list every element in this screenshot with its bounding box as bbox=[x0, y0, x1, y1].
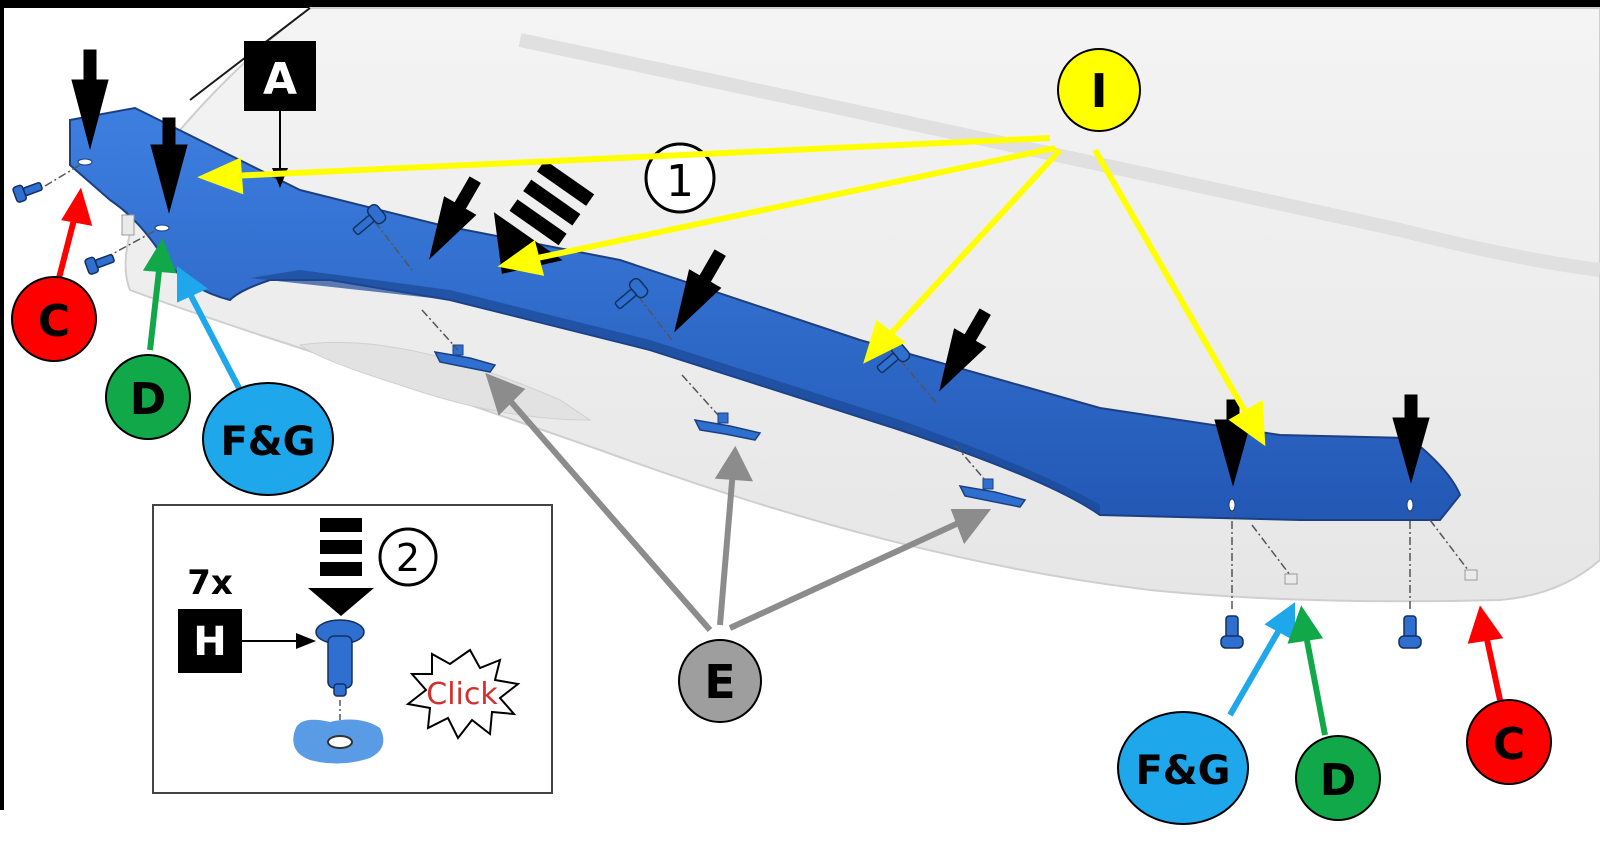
rivet-left-1 bbox=[12, 181, 43, 203]
label-i-bubble: I bbox=[1057, 48, 1141, 132]
label-h-box bbox=[178, 609, 242, 673]
step2-striped-arrow bbox=[308, 518, 374, 616]
label-d-left-text: D bbox=[130, 374, 167, 425]
label-c-left-bubble bbox=[11, 276, 97, 362]
right-callouts: F&G D C bbox=[1117, 602, 1552, 825]
hole-3 bbox=[1228, 498, 1236, 512]
label-e-bubble: E bbox=[678, 639, 762, 723]
hole-1 bbox=[77, 158, 93, 166]
left-callouts: C D F&G bbox=[11, 187, 334, 496]
label-fg-right-bubble bbox=[1117, 711, 1249, 825]
label-a-text: A bbox=[263, 54, 297, 105]
rivet-left-2 bbox=[84, 253, 115, 275]
label-i-text: I bbox=[1090, 64, 1107, 118]
black-arrow-2 bbox=[150, 117, 188, 214]
black-arrow-1 bbox=[71, 49, 109, 150]
arrow-d-right bbox=[1287, 605, 1328, 736]
step2-text: 2 bbox=[396, 536, 420, 580]
label-h-text: H bbox=[193, 619, 226, 665]
slot-right-2 bbox=[1464, 569, 1478, 581]
click-starburst bbox=[405, 648, 521, 740]
hole-4 bbox=[1406, 498, 1414, 512]
slot-right-1 bbox=[1284, 573, 1298, 585]
step1-marker: 1 bbox=[644, 142, 716, 214]
rivet-mid-1 bbox=[352, 203, 387, 236]
arrow-c-left bbox=[55, 187, 93, 283]
step2-marker bbox=[378, 527, 438, 587]
label-e-text: E bbox=[704, 655, 735, 709]
clip-e-2 bbox=[693, 412, 762, 441]
hood-crease bbox=[518, 33, 1600, 277]
label-fg-left-text: F&G bbox=[220, 419, 315, 465]
label-d-left-bubble bbox=[105, 354, 191, 440]
count-text: 7x bbox=[187, 563, 233, 603]
left-border bbox=[0, 0, 4, 810]
black-arrow-5 bbox=[429, 176, 481, 260]
gray-arrows bbox=[485, 372, 992, 632]
rivet-right-2 bbox=[1398, 615, 1422, 649]
arrow-fg-right bbox=[1227, 602, 1295, 717]
hole-2 bbox=[154, 224, 170, 232]
label-d-right-bubble bbox=[1295, 735, 1381, 821]
click-text: Click bbox=[426, 677, 498, 712]
label-d-right-text: D bbox=[1320, 755, 1357, 806]
arrow-c-right bbox=[1467, 605, 1504, 701]
guide-lines bbox=[44, 161, 1469, 610]
rivet-right-1 bbox=[1220, 615, 1244, 649]
push-pin bbox=[315, 619, 365, 697]
label-c-left-text: C bbox=[38, 296, 70, 347]
label-c-right-text: C bbox=[1493, 719, 1525, 770]
clip-e-3 bbox=[958, 478, 1027, 508]
label-fg-right-text: F&G bbox=[1135, 748, 1230, 794]
arrow-fg-left bbox=[177, 266, 243, 392]
label-a: A bbox=[244, 41, 316, 188]
top-border bbox=[0, 0, 1600, 8]
step1-text: 1 bbox=[666, 156, 694, 207]
slot-left bbox=[121, 214, 135, 236]
rivet-mid-2 bbox=[614, 277, 649, 310]
black-arrow-6 bbox=[674, 249, 726, 333]
arrow-d-left bbox=[142, 238, 177, 351]
lower-recess bbox=[298, 341, 592, 421]
label-fg-left-bubble bbox=[202, 382, 334, 496]
black-arrow-7 bbox=[939, 308, 991, 392]
label-c-right-bubble bbox=[1466, 699, 1552, 785]
black-arrow-4 bbox=[1392, 394, 1430, 484]
inset-detail-box: 2 7x H Click bbox=[152, 504, 553, 794]
yellow-arrows bbox=[197, 135, 1266, 447]
